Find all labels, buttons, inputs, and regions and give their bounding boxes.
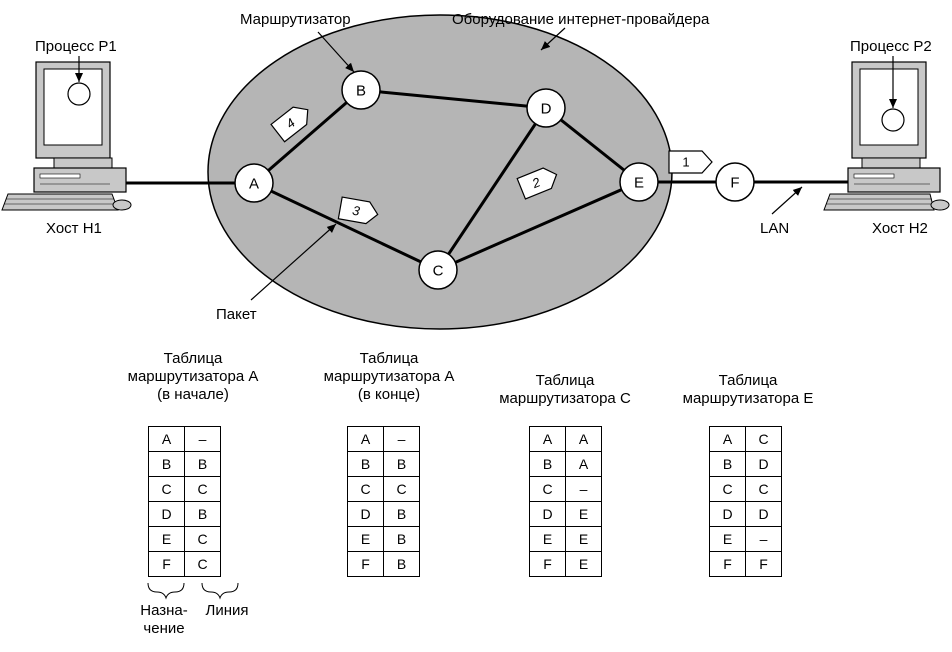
packet-3-label: 3 (351, 203, 361, 219)
packet-4: 4 (270, 106, 309, 143)
isp-label: Оборудование интернет-провайдера (452, 11, 710, 28)
node-b-label: B (356, 83, 366, 100)
line-caption: Линия (205, 602, 249, 619)
node-d-label: D (541, 101, 552, 118)
table-row: C– (529, 476, 602, 502)
link-a-b (253, 88, 362, 185)
destination-brace (147, 582, 185, 600)
process-p1-circle (67, 82, 91, 106)
process-p2-circle (881, 108, 905, 132)
node-a: A (234, 163, 274, 203)
node-d: D (526, 88, 566, 128)
node-f: F (715, 162, 755, 202)
lan-arrow (771, 186, 803, 215)
node-b: B (341, 70, 381, 110)
link-b-d (360, 88, 547, 110)
packets: 1 2 3 4 (270, 106, 713, 225)
table-row: A– (148, 426, 221, 452)
host-h1-computer (1, 56, 132, 211)
packet-2: 2 (516, 167, 558, 200)
node-c: C (418, 250, 458, 290)
line-brace (201, 582, 239, 600)
packet-label: Пакет (216, 306, 257, 323)
link-d-c (436, 107, 548, 271)
table-row: E– (709, 526, 782, 552)
process-p1-label: Процесс P1 (35, 38, 117, 55)
router-label: Маршрутизатор (240, 11, 351, 28)
host-h1-label: Хост H1 (46, 220, 102, 237)
process-p2-label: Процесс P2 (850, 38, 932, 55)
node-c-label: C (433, 263, 444, 280)
host-h2-computer (823, 56, 950, 211)
packet-1: 1 (668, 150, 713, 174)
table-row: A– (347, 426, 420, 452)
host-h2-label: Хост H2 (872, 220, 928, 237)
link-c-e (437, 180, 640, 272)
lan-label: LAN (760, 220, 789, 237)
node-e: E (619, 162, 659, 202)
link-a-c (253, 181, 439, 272)
destination-caption: Назна- чение (140, 602, 188, 637)
node-a-label: A (249, 176, 259, 193)
router-nodes: A B C D E F (234, 70, 755, 290)
router-arrow (317, 31, 355, 73)
packet-1-label: 1 (682, 155, 689, 170)
node-e-label: E (634, 175, 644, 192)
node-f-label: F (730, 175, 739, 192)
link-d-e (545, 106, 640, 184)
packet-arrow (250, 223, 337, 301)
packet-3: 3 (337, 196, 379, 225)
isp-arrow (540, 27, 566, 51)
